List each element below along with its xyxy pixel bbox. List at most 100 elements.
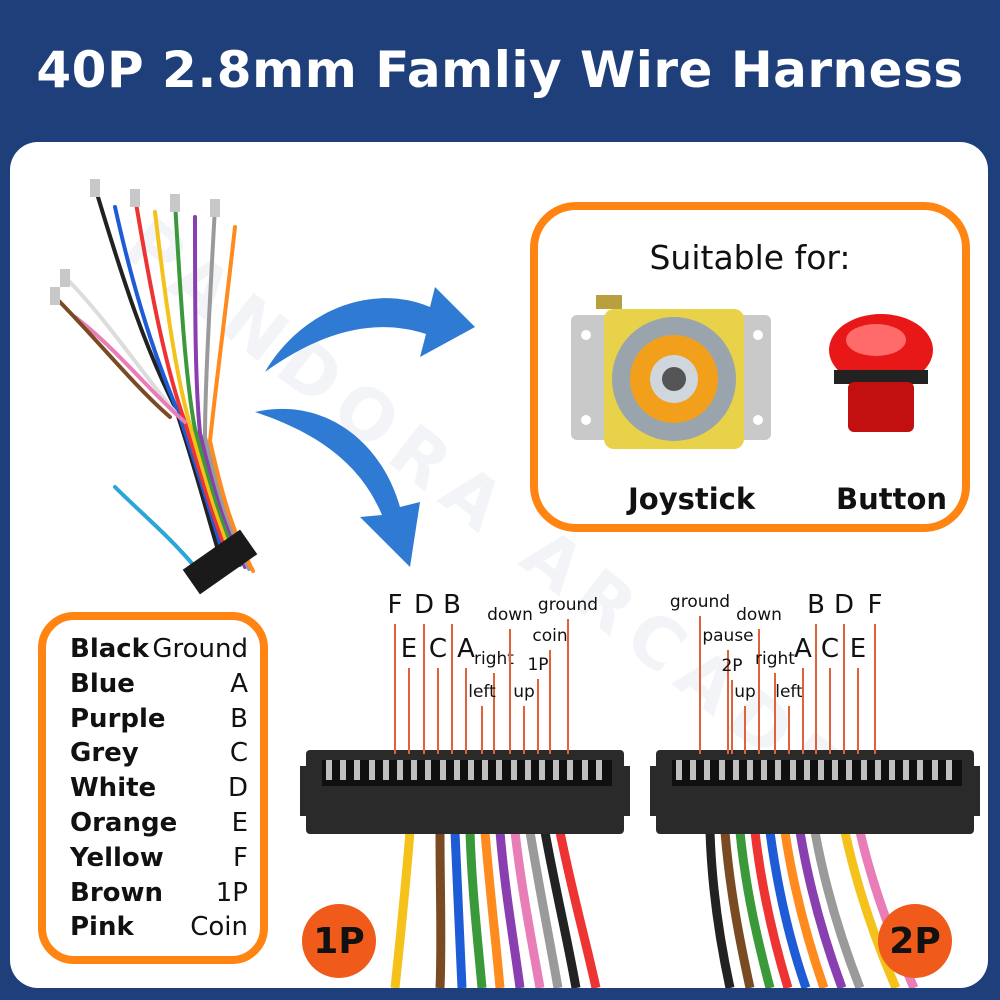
- 2p-slot: [747, 760, 753, 780]
- 1p-pin-line: [481, 706, 483, 754]
- 1p-pin-label: ground: [537, 595, 599, 615]
- 1p-slot: [354, 760, 361, 780]
- legend-row: Pink Coin: [70, 910, 248, 945]
- 1p-pin-line: [493, 673, 495, 754]
- 1p-slot: [468, 760, 474, 780]
- 1p-pin-label: 1P: [527, 655, 549, 675]
- 1p-slot: [425, 760, 432, 780]
- 1p-pin-label: up: [513, 682, 535, 702]
- 1p-slot: [510, 760, 517, 780]
- 2p-pin-label: C: [820, 634, 840, 664]
- wire-color: Brown: [70, 877, 164, 908]
- 2p-pin-label: A: [794, 634, 812, 664]
- 2p-slot: [889, 760, 895, 780]
- 1p-pin-label: C: [428, 634, 448, 664]
- wire-color: Orange: [70, 807, 178, 838]
- wire-color: Pink: [70, 912, 134, 943]
- 1p-pin-label: B: [443, 590, 461, 620]
- 2p-pin-line: [874, 624, 876, 754]
- button-label: Button: [836, 482, 948, 516]
- wire-function: 1P: [215, 877, 248, 908]
- 2p-pin-line: [774, 673, 776, 754]
- 2p-slot: [832, 760, 839, 780]
- 1p-pin-label: coin: [532, 626, 568, 646]
- wire-function: D: [227, 773, 248, 804]
- wire-color: Purple: [70, 703, 166, 734]
- legend-row: Purple B: [70, 702, 248, 737]
- 2p-pin-label: down: [736, 605, 782, 625]
- 2p-slot: [732, 760, 739, 780]
- 2p-pin-label: right: [755, 649, 795, 669]
- 1p-pin-line: [523, 706, 525, 754]
- arrow-to-suitable-icon: [265, 287, 475, 372]
- wire-color: Grey: [70, 738, 139, 769]
- 1p-pin-label: down: [487, 605, 533, 625]
- 2p-slot: [789, 760, 796, 780]
- 2p-pin-line: [699, 616, 701, 754]
- 1p-slot: [581, 760, 588, 780]
- 1p-slot: [595, 760, 602, 780]
- 2p-slot: [676, 760, 682, 780]
- 1p-slot: [453, 760, 460, 780]
- legend-row: Brown 1P: [70, 876, 248, 911]
- wire-harness-image: [50, 179, 258, 595]
- 1p-pin-line: [509, 629, 511, 754]
- 2p-slot: [874, 760, 881, 780]
- 2p-pin-line: [802, 668, 804, 754]
- joystick-image: [571, 295, 771, 449]
- 1p-slot: [539, 760, 545, 780]
- 2p-pin-label: left: [775, 682, 803, 702]
- suitable-heading: Suitable for:: [649, 238, 851, 277]
- suitable-for-box: Suitable for: Joystick Button: [530, 202, 970, 532]
- 1p-pin-line: [437, 668, 439, 754]
- 2p-pin-line: [843, 624, 845, 754]
- 1p-pin-label: left: [468, 682, 496, 702]
- 2p-pin-line: [727, 650, 729, 754]
- 1p-slot: [397, 760, 403, 780]
- wire-function: Coin: [190, 912, 248, 943]
- 2p-slot: [818, 760, 824, 780]
- 2p-slot: [690, 760, 697, 780]
- 2p-pin-line: [857, 668, 859, 754]
- 1p-pin-line: [451, 624, 453, 754]
- joystick-label: Joystick: [628, 482, 756, 516]
- 1p-slot: [326, 760, 332, 780]
- 2p-slot: [903, 760, 910, 780]
- content-panel: PANDORA ARCADE S: [10, 142, 988, 988]
- wire-function: E: [231, 807, 248, 838]
- 1p-pin-line: [549, 650, 551, 754]
- 1p-slot: [439, 760, 446, 780]
- 1p-pin-line: [567, 619, 569, 754]
- 2p-pin-label: D: [833, 590, 855, 620]
- 1p-slot: [382, 760, 389, 780]
- wire-function: B: [230, 703, 248, 734]
- 2p-slot: [704, 760, 711, 780]
- 2p-slot: [917, 760, 924, 780]
- 1p-pin-label: right: [474, 649, 514, 669]
- wire-function: Ground: [152, 634, 248, 664]
- 1p-slot: [524, 760, 531, 780]
- wire-color: Yellow: [70, 842, 164, 873]
- 1p-slot: [496, 760, 503, 780]
- 2p-slot: [803, 760, 810, 780]
- 1p-slot: [340, 760, 347, 780]
- legend-row: Orange E: [70, 806, 248, 841]
- 2p-pin-line: [744, 706, 746, 754]
- 1p-pin-line: [537, 679, 539, 754]
- 2p-pin-label: pause: [702, 626, 754, 646]
- 2p-pin-line: [815, 624, 817, 754]
- 1p-pin-label: A: [457, 634, 475, 664]
- 2p-pin-line: [758, 629, 760, 754]
- 1p-pin-line: [394, 624, 396, 754]
- 1p-slot: [482, 760, 489, 780]
- 2p-pin-label: ground: [669, 592, 731, 612]
- 2p-slot: [775, 760, 782, 780]
- badge-1p: 1P: [302, 904, 376, 978]
- wire-function: A: [230, 668, 248, 699]
- 2p-pin-label: up: [734, 682, 756, 702]
